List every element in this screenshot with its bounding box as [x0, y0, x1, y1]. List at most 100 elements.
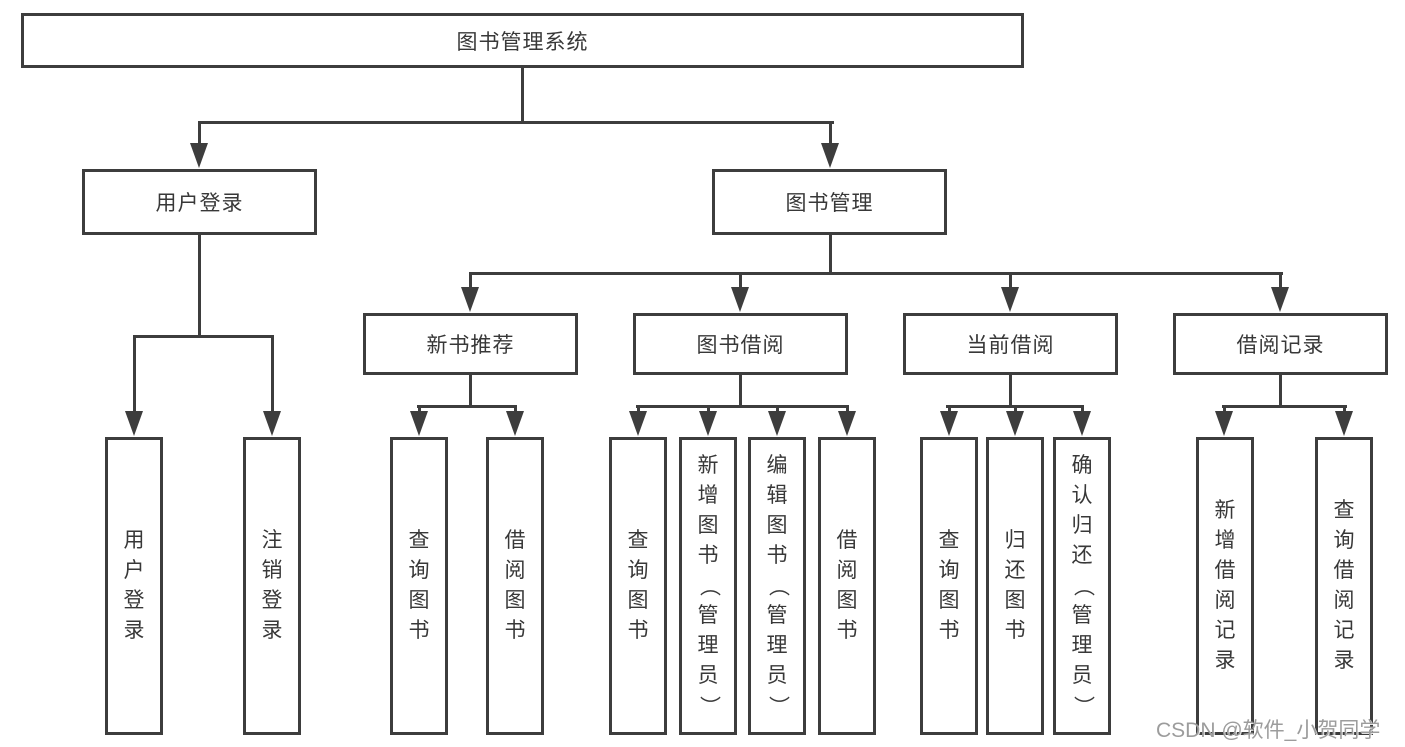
connector-vline: [521, 68, 524, 124]
arrowhead-down-icon: [821, 143, 839, 168]
node-label: 图书管理系统: [456, 30, 589, 54]
connector-hline: [1222, 405, 1347, 408]
connector-hline: [636, 405, 849, 408]
vertical-char: 员: [697, 664, 719, 687]
node-user-login: 用户登录: [82, 169, 317, 235]
arrow-shaft: [469, 272, 472, 294]
node-borrowing-records: 借阅记录: [1173, 313, 1388, 375]
node-label: 借阅图书: [821, 440, 873, 732]
vertical-char: 认: [1071, 484, 1093, 507]
vertical-char: 借: [1333, 559, 1355, 582]
vertical-char: 员: [1071, 664, 1093, 687]
vertical-char: 查: [1333, 499, 1355, 522]
vertical-char: 查: [938, 529, 960, 552]
node-label: 注销登录: [246, 440, 298, 732]
leaf-query-books-borrowing: 查询图书: [609, 437, 667, 735]
node-label: 查询图书: [393, 440, 445, 732]
arrowhead-down-icon: [190, 143, 208, 168]
arrowhead-down-icon: [1271, 287, 1289, 312]
vertical-char: 图: [504, 589, 526, 612]
vertical-char: 注: [261, 529, 283, 552]
leaf-return-books: 归还图书: [986, 437, 1044, 735]
node-label: 查询图书: [923, 440, 975, 732]
leaf-borrow-books-borrowing: 借阅图书: [818, 437, 876, 735]
vertical-char: 询: [1333, 529, 1355, 552]
vertical-char: 借: [504, 529, 526, 552]
node-label: 借阅图书: [489, 440, 541, 732]
vertical-char: 录: [261, 619, 283, 642]
arrowhead-down-icon: [1073, 411, 1091, 436]
vertical-char: ）: [1071, 695, 1094, 717]
vertical-char: 登: [123, 589, 145, 612]
leaf-confirm-return-admin: 确认归还（管理员）: [1053, 437, 1111, 735]
arrowhead-down-icon: [629, 411, 647, 436]
vertical-char: 书: [408, 619, 430, 642]
vertical-char: 户: [123, 559, 145, 582]
leaf-query-books-recommend: 查询图书: [390, 437, 448, 735]
vertical-char: 录: [1333, 649, 1355, 672]
vertical-char: 归: [1004, 529, 1026, 552]
vertical-char: 借: [1214, 559, 1236, 582]
vertical-char: 确: [1071, 454, 1093, 477]
node-new-book-recommend: 新书推荐: [363, 313, 578, 375]
connector-hline: [469, 272, 1283, 275]
vertical-char: 销: [261, 559, 283, 582]
vertical-char: 图: [697, 514, 719, 537]
vertical-char: 图: [408, 589, 430, 612]
vertical-char: 还: [1004, 559, 1026, 582]
node-label: 当前借阅: [966, 334, 1055, 357]
connector-vline: [469, 374, 472, 408]
arrowhead-down-icon: [125, 411, 143, 436]
vertical-char: 增: [1214, 529, 1236, 552]
vertical-char: （: [766, 575, 789, 597]
arrowhead-down-icon: [506, 411, 524, 436]
arrowhead-down-icon: [940, 411, 958, 436]
vertical-char: ）: [766, 695, 789, 717]
vertical-char: 新: [1214, 499, 1236, 522]
vertical-char: 增: [697, 484, 719, 507]
leaf-add-book-admin: 新增图书（管理员）: [679, 437, 737, 735]
arrowhead-down-icon: [1001, 287, 1019, 312]
leaf-borrow-books-recommend: 借阅图书: [486, 437, 544, 735]
arrowhead-down-icon: [1006, 411, 1024, 436]
arrow-shaft: [739, 272, 742, 294]
arrowhead-down-icon: [838, 411, 856, 436]
vertical-char: 书: [836, 619, 858, 642]
arrowhead-down-icon: [1215, 411, 1233, 436]
leaf-logout-login: 注销登录: [243, 437, 301, 735]
arrowhead-down-icon: [410, 411, 428, 436]
arrow-shaft: [271, 335, 274, 418]
leaf-query-borrow-record: 查询借阅记录: [1315, 437, 1373, 735]
vertical-char: 用: [123, 529, 145, 552]
vertical-char: 阅: [836, 559, 858, 582]
node-current-borrowing: 当前借阅: [903, 313, 1118, 375]
vertical-char: 理: [766, 634, 788, 657]
node-label: 用户登录: [108, 440, 160, 732]
node-book-management: 图书管理: [712, 169, 947, 235]
node-label: 确认归还（管理员）: [1056, 440, 1108, 732]
connector-vline: [1009, 374, 1012, 408]
vertical-char: 阅: [1333, 589, 1355, 612]
vertical-char: 查: [408, 529, 430, 552]
vertical-char: 阅: [1214, 589, 1236, 612]
vertical-char: 书: [504, 619, 526, 642]
arrowhead-down-icon: [263, 411, 281, 436]
connector-vline: [739, 374, 742, 408]
vertical-char: 员: [766, 664, 788, 687]
arrow-shaft: [133, 335, 136, 418]
vertical-char: 阅: [504, 559, 526, 582]
vertical-char: 辑: [766, 484, 788, 507]
vertical-char: 录: [123, 619, 145, 642]
vertical-char: 管: [1071, 604, 1093, 627]
vertical-char: 图: [1004, 589, 1026, 612]
leaf-edit-book-admin: 编辑图书（管理员）: [748, 437, 806, 735]
node-label: 新增借阅记录: [1199, 440, 1251, 732]
arrow-shaft: [198, 121, 201, 150]
leaf-user-login: 用户登录: [105, 437, 163, 735]
node-label: 查询借阅记录: [1318, 440, 1370, 732]
vertical-char: 图: [938, 589, 960, 612]
arrowhead-down-icon: [1335, 411, 1353, 436]
node-label: 用户登录: [155, 192, 244, 215]
vertical-char: 书: [938, 619, 960, 642]
